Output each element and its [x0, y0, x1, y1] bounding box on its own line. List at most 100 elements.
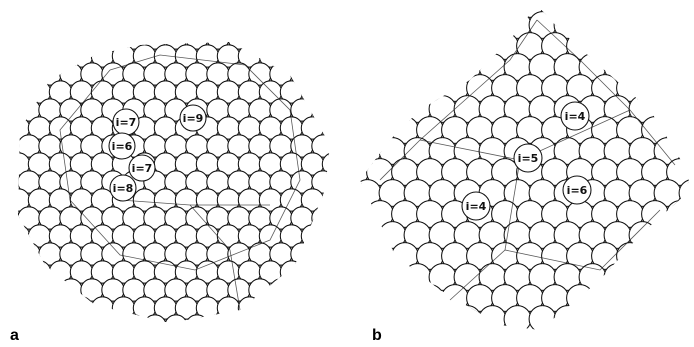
sphere: [567, 0, 594, 17]
site-label-group: i=9: [180, 105, 206, 131]
sphere: [123, 315, 145, 337]
sphere: [629, 222, 656, 249]
sphere: [604, 264, 631, 291]
sphere: [144, 315, 166, 337]
sphere: [679, 264, 694, 291]
sphere: [667, 285, 694, 312]
sphere: [679, 222, 694, 249]
sphere: [629, 12, 656, 39]
sphere: [312, 243, 334, 265]
sphere: [39, 27, 61, 49]
site-label-group: i=6: [109, 133, 135, 159]
site-label: i=8: [113, 182, 134, 195]
sphere: [301, 45, 323, 67]
sphere: [354, 96, 381, 123]
sphere: [579, 12, 606, 39]
sphere: [238, 297, 260, 319]
sphere: [28, 297, 50, 319]
sphere: [667, 75, 694, 102]
sphere: [629, 306, 656, 333]
sphere: [379, 12, 406, 39]
sphere: [654, 54, 681, 81]
sphere: [354, 12, 381, 39]
sphere: [291, 63, 313, 85]
site-label-group: i=4: [462, 192, 490, 220]
sphere: [642, 33, 669, 60]
sphere: [28, 45, 50, 67]
sphere: [0, 279, 19, 301]
sphere: [367, 0, 394, 17]
sphere: [642, 75, 669, 102]
sphere: [617, 285, 644, 312]
sphere: [529, 306, 556, 333]
sphere: [404, 54, 431, 81]
sphere: [354, 264, 381, 291]
sphere: [249, 27, 271, 49]
sphere: [7, 261, 29, 283]
sphere: [291, 279, 313, 301]
sphere: [301, 297, 323, 319]
sphere: [280, 45, 302, 67]
site-label: i=5: [518, 152, 539, 165]
sphere: [342, 243, 369, 270]
sphere: [112, 297, 134, 319]
sphere: [312, 99, 334, 121]
sphere: [280, 261, 302, 283]
site-label-group: i=7: [113, 109, 139, 135]
sphere: [667, 201, 694, 228]
sphere: [7, 45, 29, 67]
sphere: [417, 75, 444, 102]
site-label: i=4: [565, 110, 586, 123]
sphere: [592, 0, 619, 17]
sphere: [0, 243, 19, 265]
sphere: [70, 297, 92, 319]
sphere: [379, 264, 406, 291]
sphere: [654, 222, 681, 249]
sphere: [270, 27, 292, 49]
site-label-group: i=7: [129, 155, 155, 181]
sphere: [7, 81, 29, 103]
sphere: [312, 315, 334, 337]
sphere: [354, 54, 381, 81]
sphere: [270, 279, 292, 301]
sphere: [379, 306, 406, 333]
panel-a-spheres: [0, 27, 345, 337]
sphere: [654, 264, 681, 291]
sphere: [39, 315, 61, 337]
sphere: [579, 306, 606, 333]
sphere: [667, 33, 694, 60]
sphere: [18, 27, 40, 49]
sphere: [504, 306, 531, 333]
sphere: [429, 54, 456, 81]
sphere: [28, 261, 50, 283]
sphere: [60, 315, 82, 337]
sphere: [392, 75, 419, 102]
sphere: [392, 0, 419, 17]
sphere: [60, 27, 82, 49]
sphere: [322, 81, 344, 103]
sphere: [629, 54, 656, 81]
sphere: [379, 96, 406, 123]
panel-b-octahedral-cluster: i=4 i=5 i=6 i=4 b: [342, 0, 694, 344]
sphere: [228, 315, 250, 337]
sphere: [654, 12, 681, 39]
sphere: [291, 315, 313, 337]
sphere: [322, 297, 344, 319]
site-label-group: i=6: [563, 176, 591, 204]
site-label-group: i=4: [561, 102, 589, 130]
sphere: [679, 306, 694, 333]
sphere: [554, 306, 581, 333]
sphere: [322, 45, 344, 67]
sphere: [417, 33, 444, 60]
sphere: [291, 27, 313, 49]
sphere: [18, 243, 40, 265]
sphere: [0, 135, 19, 157]
sphere: [642, 285, 669, 312]
sphere: [342, 117, 369, 144]
sphere: [0, 99, 19, 121]
sphere: [249, 315, 271, 337]
sphere: [617, 243, 644, 270]
sphere: [18, 279, 40, 301]
sphere: [642, 0, 669, 17]
